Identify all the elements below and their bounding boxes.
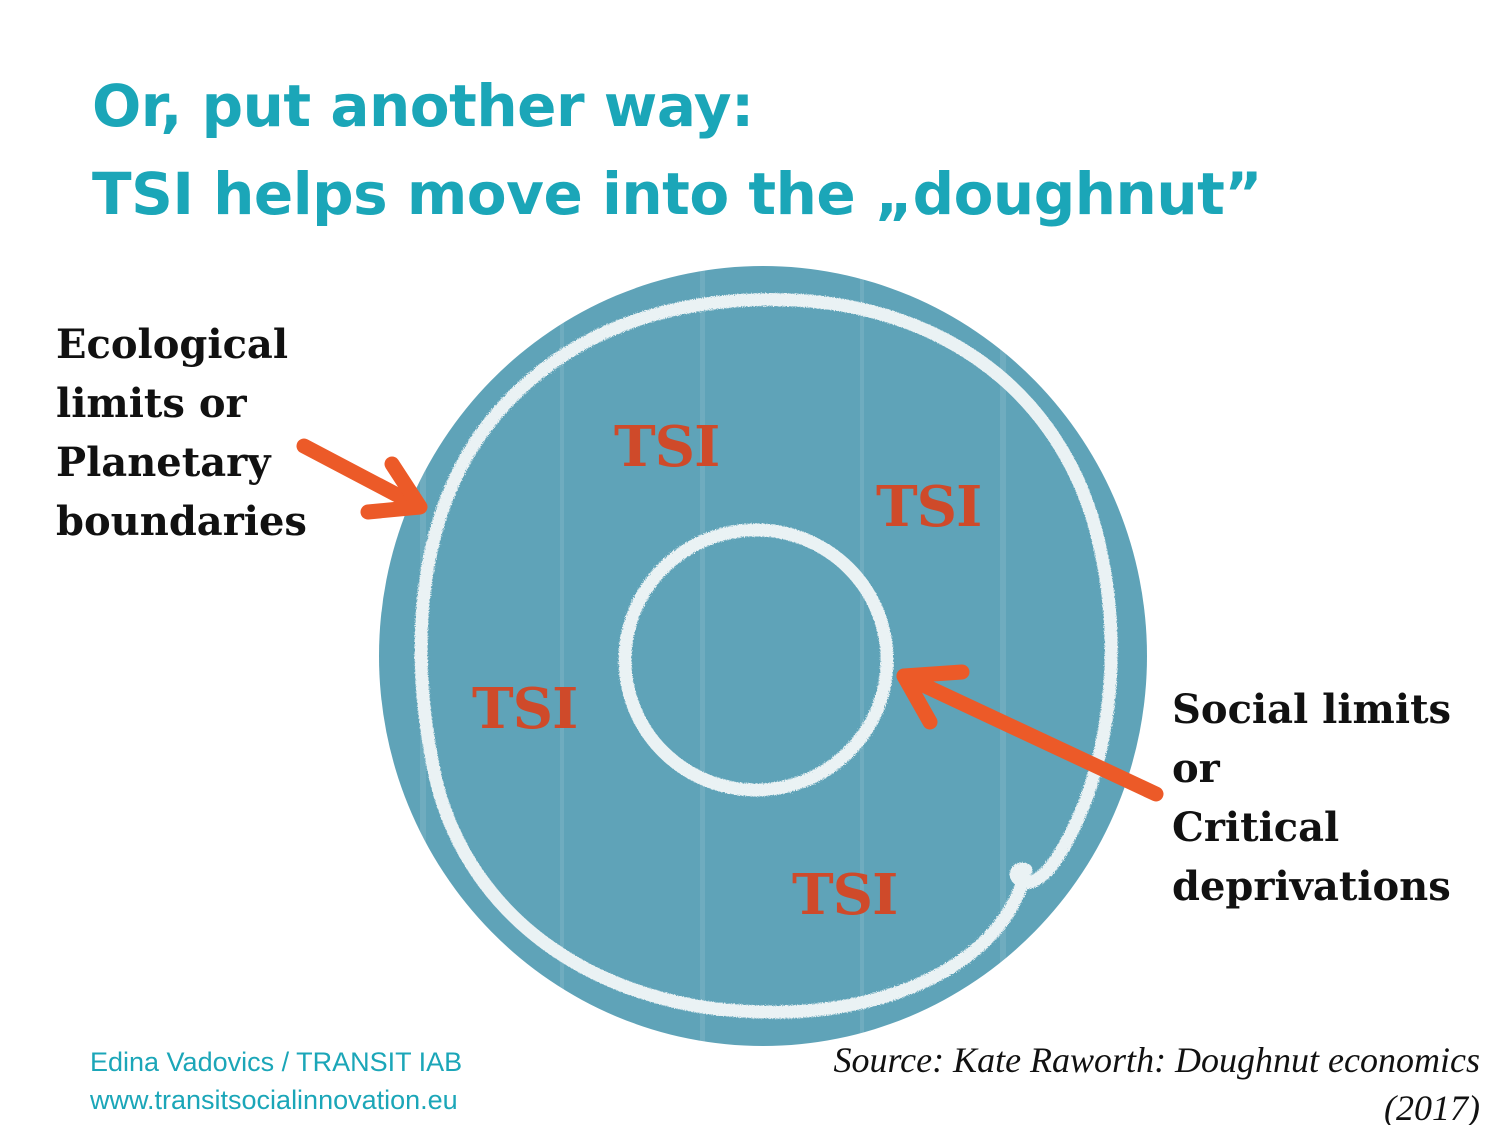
social-arrow [896, 664, 1164, 802]
inner-ring [618, 523, 894, 797]
slide-title: Or, put another way: TSI helps move into… [92, 62, 1392, 238]
source-citation: Source: Kate Raworth: Doughnut economics… [833, 1040, 1480, 1125]
label-line: Planetary [56, 439, 271, 486]
label-line: deprivations [1172, 863, 1451, 910]
label-line: limits or [56, 380, 247, 427]
ecological-arrow [296, 438, 428, 520]
tsi-label: TSI [472, 676, 578, 742]
title-line-2: TSI helps move into the „doughnut” [92, 160, 1262, 228]
author-credit: Edina Vadovics / TRANSIT IAB www.transit… [90, 1043, 462, 1119]
label-line: or [1172, 745, 1220, 792]
social-limits-label: Social limits or Critical deprivations [1172, 680, 1451, 916]
label-line: Ecological [56, 321, 289, 368]
ecological-limits-label: Ecological limits or Planetary boundarie… [56, 315, 307, 551]
title-line-1: Or, put another way: [92, 72, 754, 140]
doughnut-disc [379, 266, 1147, 1046]
website-url: www.transitsocialinnovation.eu [90, 1085, 458, 1115]
tsi-label: TSI [614, 414, 720, 480]
label-line: Social limits [1172, 686, 1452, 733]
label-line: Critical [1172, 804, 1340, 851]
tsi-label: TSI [792, 862, 898, 928]
author-name: Edina Vadovics / TRANSIT IAB [90, 1047, 463, 1077]
outer-ring [414, 293, 1118, 1019]
label-line: boundaries [56, 498, 307, 545]
tsi-label: TSI [876, 474, 982, 540]
